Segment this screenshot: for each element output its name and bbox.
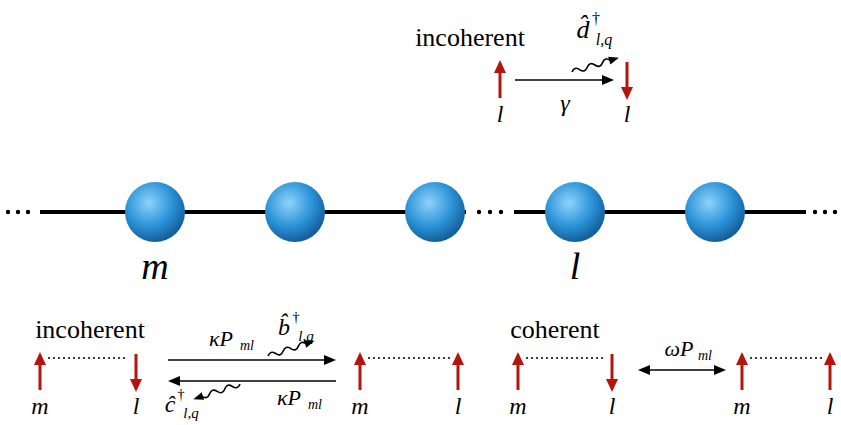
- math-label: †: [292, 310, 300, 325]
- math-label: †: [592, 11, 600, 27]
- incoherent-exchange: [34, 337, 464, 403]
- chain: [6, 182, 837, 242]
- math-label: incoherent: [35, 317, 145, 343]
- math-label: l,q: [183, 406, 198, 421]
- math-label: m: [733, 394, 750, 418]
- math-label: l: [609, 394, 616, 418]
- math-label: m: [31, 394, 48, 418]
- math-label: m: [509, 394, 526, 418]
- math-label: γ: [560, 91, 569, 115]
- math-label: d̂: [577, 17, 590, 43]
- math-label: ml: [308, 398, 322, 412]
- math-label: l: [133, 394, 140, 418]
- math-label: l: [497, 102, 504, 126]
- math-label: l,q: [596, 32, 612, 48]
- math-label: κP: [209, 328, 233, 350]
- math-label: b̂: [278, 315, 290, 339]
- math-label: incoherent: [415, 25, 525, 51]
- math-label: l: [624, 102, 631, 126]
- math-label: κP: [277, 387, 301, 409]
- math-label: l: [570, 247, 581, 285]
- math-label: ĉ: [165, 392, 176, 416]
- math-label: l,q: [298, 329, 313, 344]
- math-label: coherent: [510, 317, 600, 343]
- math-label: †: [177, 387, 185, 402]
- math-label: l: [827, 394, 834, 418]
- math-label: l: [455, 394, 462, 418]
- math-label: m: [351, 394, 368, 418]
- math-label: ml: [240, 339, 254, 353]
- math-label: m: [141, 247, 168, 285]
- math-label: ml: [698, 349, 712, 363]
- math-label: ωP: [665, 338, 694, 360]
